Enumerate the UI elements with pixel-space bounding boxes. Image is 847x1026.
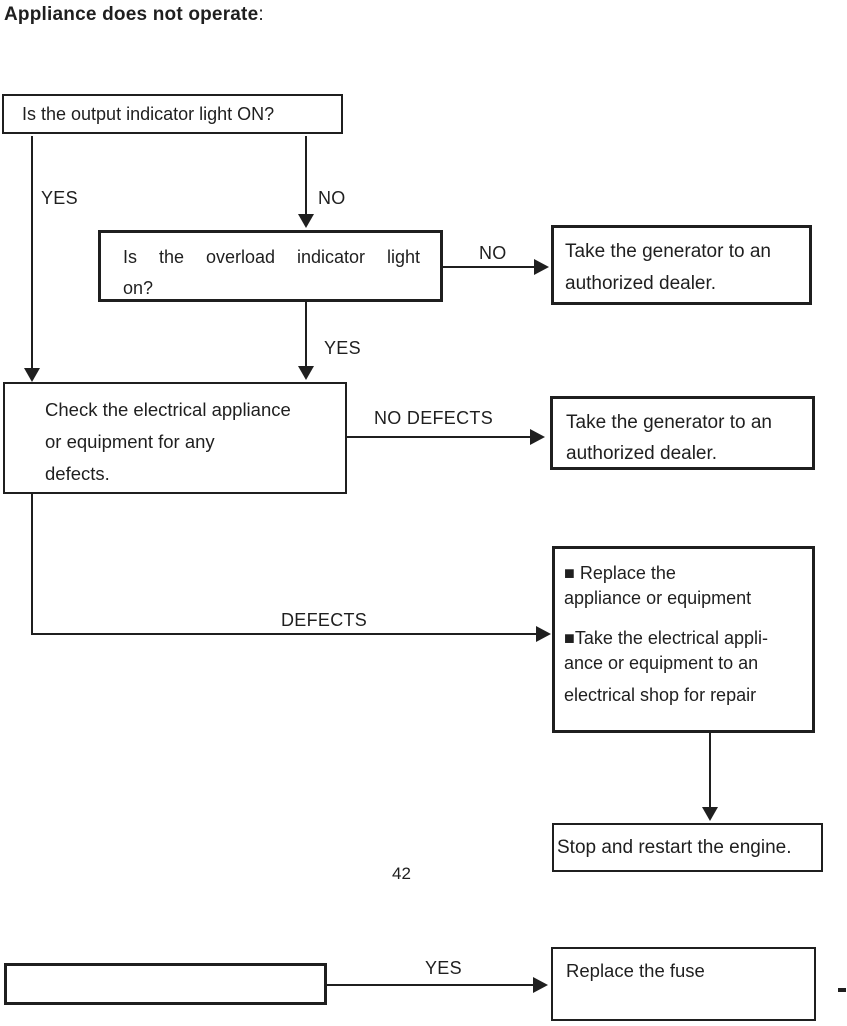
arrow-right-icon	[534, 259, 549, 275]
label-yes-overload: YES	[324, 338, 361, 358]
stray-mark	[838, 988, 846, 992]
flow-box-empty	[4, 963, 327, 1005]
arrow-down-icon	[24, 368, 40, 382]
flow-box-dealer-mid-line1: Take the generator to an	[566, 412, 772, 433]
page-number: 42	[392, 864, 411, 883]
flow-box-dealer-mid: Take the generator to an authorized deal…	[550, 396, 815, 470]
page-title: Appliance does not operate:	[4, 4, 264, 26]
replace-item-line2: appliance or equipment	[564, 588, 752, 608]
flow-box-overload-indicator-line2: on?	[123, 278, 154, 298]
connector-no-overload	[443, 266, 534, 268]
label-no-overload: NO	[479, 243, 507, 263]
flow-box-dealer-mid-line2: authorized dealer.	[566, 443, 718, 464]
label-defects: DEFECTS	[281, 610, 368, 630]
page-title-text: Appliance does not operate	[4, 4, 259, 25]
flow-box-stop-restart-text: Stop and restart the engine.	[557, 836, 792, 858]
flow-box-check-appliance-line1: Check the electrical appliance	[45, 399, 291, 420]
flow-box-stop-restart: Stop and restart the engine.	[552, 823, 823, 872]
replace-item-line1: ■ Replace the	[564, 563, 676, 583]
connector-restart	[709, 733, 711, 807]
repair-item-line1: ■Take the electrical appli-	[564, 628, 768, 648]
flow-box-replace-or-repair: ■ Replace the appliance or equipment ■Ta…	[552, 546, 815, 733]
connector-defects-horizontal	[31, 633, 536, 635]
flow-box-overload-indicator: Is the overload indicator light on?	[98, 230, 443, 302]
flow-box-dealer-top-line1: Take the generator to an	[565, 241, 771, 262]
flow-box-check-appliance: Check the electrical appliance or equipm…	[3, 382, 347, 494]
connector-no-top	[305, 136, 307, 214]
connector-no-defects	[347, 436, 530, 438]
arrow-down-icon	[298, 214, 314, 228]
label-no-defects: NO DEFECTS	[374, 408, 494, 428]
flow-box-overload-indicator-line1: Is the overload indicator light	[123, 247, 420, 267]
flow-box-replace-fuse-text: Replace the fuse	[566, 960, 705, 981]
flow-box-output-indicator: Is the output indicator light ON?	[2, 94, 343, 134]
page-title-colon: :	[258, 4, 264, 25]
repair-item-line3: electrical shop for repair	[564, 685, 757, 705]
connector-yes-left	[31, 136, 33, 368]
flow-box-check-appliance-line2: or equipment for any	[45, 431, 215, 452]
arrow-right-icon	[530, 429, 545, 445]
arrow-down-icon	[702, 807, 718, 821]
connector-defects-vertical	[31, 494, 33, 635]
arrow-down-icon	[298, 366, 314, 380]
flow-box-output-indicator-text: Is the output indicator light ON?	[22, 103, 275, 124]
flow-box-dealer-top: Take the generator to an authorized deal…	[551, 225, 812, 305]
flow-box-replace-fuse: Replace the fuse	[551, 947, 816, 1021]
repair-item-line2: ance or equipment to an	[564, 653, 759, 673]
connector-yes-overload	[305, 302, 307, 366]
arrow-right-icon	[536, 626, 551, 642]
label-yes-fuse: YES	[425, 958, 462, 978]
connector-yes-fuse	[327, 984, 533, 986]
label-yes-left: YES	[41, 188, 78, 208]
flow-box-check-appliance-line3: defects.	[45, 463, 110, 484]
label-no-top: NO	[318, 188, 346, 208]
flow-box-dealer-top-line2: authorized dealer.	[565, 273, 717, 294]
arrow-right-icon	[533, 977, 548, 993]
